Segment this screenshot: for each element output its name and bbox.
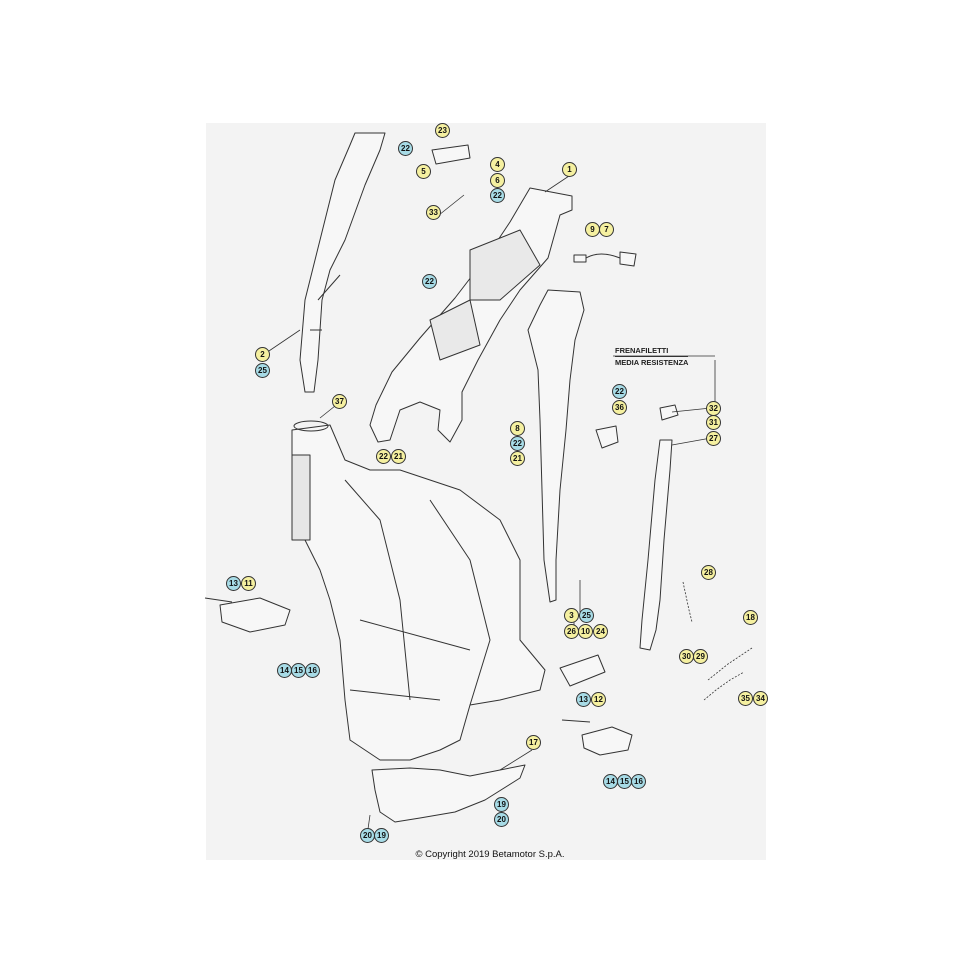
callout-24: 24	[593, 624, 608, 639]
callout-27: 27	[706, 431, 721, 446]
callout-16: 16	[305, 663, 320, 678]
callout-22: 22	[422, 274, 437, 289]
callout-13: 13	[226, 576, 241, 591]
callout-22: 22	[510, 436, 525, 451]
callout-29: 29	[693, 649, 708, 664]
skid-plate	[371, 764, 526, 823]
right-side-panel	[527, 289, 585, 603]
callout-22: 22	[398, 141, 413, 156]
callout-18: 18	[743, 610, 758, 625]
callout-23: 23	[435, 123, 450, 138]
callout-5: 5	[416, 164, 431, 179]
callout-8: 8	[510, 421, 525, 436]
callout-1: 1	[562, 162, 577, 177]
callout-15: 15	[291, 663, 306, 678]
callout-30: 30	[679, 649, 694, 664]
callout-7: 7	[599, 222, 614, 237]
note-line1: FRENAFILETTI	[615, 346, 669, 355]
callout-35: 35	[738, 691, 753, 706]
main-frame	[291, 424, 546, 761]
callout-21: 21	[391, 449, 406, 464]
callout-19: 19	[494, 797, 509, 812]
callout-12: 12	[591, 692, 606, 707]
callout-17: 17	[526, 735, 541, 750]
callout-22: 22	[612, 384, 627, 399]
callout-36: 36	[612, 400, 627, 415]
callout-9: 9	[585, 222, 600, 237]
callout-15: 15	[617, 774, 632, 789]
callout-19: 19	[374, 828, 389, 843]
callout-14: 14	[603, 774, 618, 789]
callout-4: 4	[490, 157, 505, 172]
callout-11: 11	[241, 576, 256, 591]
callout-2: 2	[255, 347, 270, 362]
right-footpeg	[581, 726, 633, 756]
left-side-panel	[299, 132, 386, 393]
callout-25: 25	[579, 608, 594, 623]
callout-3: 3	[564, 608, 579, 623]
left-footpeg	[219, 597, 291, 633]
callout-20: 20	[360, 828, 375, 843]
threadlock-note: FRENAFILETTI MEDIA RESISTENZA	[615, 345, 689, 368]
chain-slider	[559, 654, 606, 687]
callout-34: 34	[753, 691, 768, 706]
side-stand	[639, 439, 673, 651]
callout-10: 10	[578, 624, 593, 639]
callout-13: 13	[576, 692, 591, 707]
callout-14: 14	[277, 663, 292, 678]
callout-37: 37	[332, 394, 347, 409]
callout-6: 6	[490, 173, 505, 188]
callout-16: 16	[631, 774, 646, 789]
callout-22: 22	[490, 188, 505, 203]
callout-22: 22	[376, 449, 391, 464]
callout-33: 33	[426, 205, 441, 220]
callout-26: 26	[564, 624, 579, 639]
callout-31: 31	[706, 415, 721, 430]
note-line2: MEDIA RESISTENZA	[615, 356, 689, 367]
callout-25: 25	[255, 363, 270, 378]
callout-20: 20	[494, 812, 509, 827]
callout-32: 32	[706, 401, 721, 416]
copyright-text: © Copyright 2019 Betamotor S.p.A.	[415, 849, 565, 860]
callout-28: 28	[701, 565, 716, 580]
callout-21: 21	[510, 451, 525, 466]
